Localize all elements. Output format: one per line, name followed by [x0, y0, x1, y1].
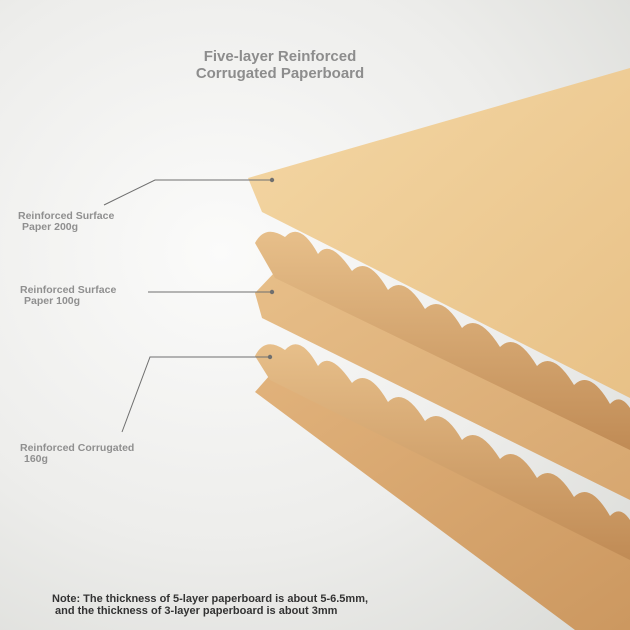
- thickness-note-line-1: Note: The thickness of 5-layer paperboar…: [52, 593, 369, 605]
- label-corrugated-160g-line-1: Reinforced Corrugated: [20, 442, 135, 454]
- leader-dot-surface-200g: [269, 177, 275, 183]
- middle-liner-sheet: [255, 272, 630, 500]
- label-surface-200g-line-2: Paper 200g: [22, 221, 79, 233]
- thickness-note-line-2: and the thickness of 3-layer paperboard …: [55, 605, 338, 617]
- top-liner-sheet: [248, 68, 630, 398]
- leader-line-corrugated-160g: [121, 356, 270, 433]
- thickness-note: Note: The thickness of 5-layer paperboar…: [52, 593, 368, 617]
- label-surface-100g-line-1: Reinforced Surface: [20, 284, 117, 296]
- bottom-liner-sheet: [255, 375, 630, 630]
- label-corrugated-160g: Reinforced Corrugated 160g: [20, 443, 134, 465]
- label-surface-200g-line-1: Reinforced Surface: [18, 210, 115, 222]
- diagram-title: Five-layer Reinforced Corrugated Paperbo…: [0, 48, 560, 82]
- leader-line-surface-200g: [103, 179, 272, 206]
- title-line-1: Five-layer Reinforced: [203, 48, 357, 65]
- title-line-2: Corrugated Paperboard: [195, 65, 365, 82]
- label-surface-100g-line-2: Paper 100g: [24, 295, 81, 307]
- lower-corrugated-flute: [255, 344, 630, 560]
- upper-corrugated-flute: [255, 231, 630, 450]
- leader-dot-surface-100g: [269, 289, 275, 295]
- label-surface-100g: Reinforced Surface Paper 100g: [20, 285, 116, 307]
- leader-dot-corrugated-160g: [267, 354, 273, 360]
- label-surface-200g: Reinforced Surface Paper 200g: [18, 211, 114, 233]
- label-corrugated-160g-line-2: 160g: [24, 453, 48, 465]
